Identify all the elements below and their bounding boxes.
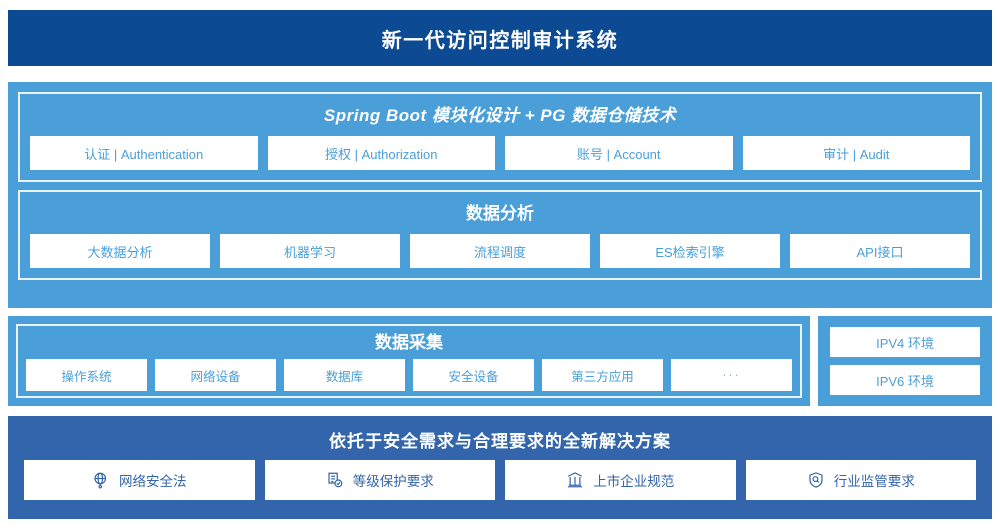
card-database[interactable]: 数据库 [284, 359, 405, 391]
card-operating-system-label: 操作系统 [61, 369, 112, 384]
document-check-icon [326, 471, 344, 489]
card-ipv4-environment-label: IPV4 环境 [876, 335, 934, 351]
spring-boot-group: Spring Boot 模块化设计 + PG 数据仓储技术 认证 | Authe… [18, 92, 982, 182]
card-authentication-label: 认证 | Authentication [84, 146, 204, 162]
data-analysis-group: 数据分析 大数据分析 机器学习 流程调度 ES检索引擎 API接口 [18, 190, 982, 280]
card-more[interactable]: ··· [671, 359, 792, 391]
data-analysis-group-title: 数据分析 [466, 204, 534, 223]
card-third-party-application[interactable]: 第三方应用 [542, 359, 663, 391]
card-industry-regulation-label: 行业监管要求 [833, 474, 915, 489]
card-security-device[interactable]: 安全设备 [413, 359, 534, 391]
card-industry-regulation[interactable]: 行业监管要求 [745, 460, 976, 500]
card-authorization-label: 授权 | Authorization [325, 146, 438, 162]
card-ipv4-environment[interactable]: IPV4 环境 [830, 327, 980, 357]
page-title: 新一代访问控制审计系统 [381, 29, 619, 52]
card-listed-enterprise-standard[interactable]: 上市企业规范 [505, 460, 736, 500]
card-machine-learning-label: 机器学习 [283, 244, 336, 260]
card-network-device-label: 网络设备 [190, 369, 241, 384]
card-big-data-analysis[interactable]: 大数据分析 [30, 234, 210, 268]
card-es-search-engine[interactable]: ES检索引擎 [600, 234, 780, 268]
data-collection-group: 数据采集 操作系统 网络设备 数据库 安全设备 第三方应用 ··· [16, 324, 802, 398]
card-account[interactable]: 账号 | Account [505, 136, 733, 170]
shield-search-icon [807, 471, 825, 489]
spring-boot-group-title: Spring Boot 模块化设计 + PG 数据仓储技术 [323, 106, 677, 125]
card-database-label: 数据库 [325, 369, 364, 384]
card-classified-protection[interactable]: 等级保护要求 [264, 460, 495, 500]
card-network-device[interactable]: 网络设备 [155, 359, 276, 391]
card-process-scheduling[interactable]: 流程调度 [410, 234, 590, 268]
solution-section: 依托于安全需求与合理要求的全新解决方案 网络安全法 [8, 416, 992, 519]
solution-card-row: 网络安全法 等级保护要求 [16, 460, 984, 500]
card-operating-system[interactable]: 操作系统 [26, 359, 147, 391]
spring-boot-card-row: 认证 | Authentication 授权 | Authorization 账… [30, 136, 970, 170]
card-classified-protection-label: 等级保护要求 [352, 474, 434, 489]
card-more-label: ··· [722, 368, 741, 382]
card-third-party-application-label: 第三方应用 [571, 369, 634, 384]
card-machine-learning[interactable]: 机器学习 [220, 234, 400, 268]
page-header: 新一代访问控制审计系统 [8, 10, 992, 66]
card-authorization[interactable]: 授权 | Authorization [267, 136, 495, 170]
card-api-interface[interactable]: API接口 [790, 234, 970, 268]
card-account-label: 账号 | Account [576, 146, 661, 162]
card-es-search-engine-label: ES检索引擎 [655, 244, 725, 260]
card-cybersecurity-law-label: 网络安全法 [119, 474, 187, 489]
data-collection-panel: 数据采集 操作系统 网络设备 数据库 安全设备 第三方应用 ··· [8, 316, 810, 406]
data-collection-title: 数据采集 [375, 333, 443, 352]
bank-building-icon [566, 471, 584, 489]
environment-panel: IPV4 环境 IPV6 环境 [818, 316, 992, 406]
card-ipv6-environment-label: IPV6 环境 [876, 373, 934, 389]
data-analysis-card-row: 大数据分析 机器学习 流程调度 ES检索引擎 API接口 [30, 234, 970, 268]
globe-network-icon [92, 471, 110, 489]
solution-title: 依托于安全需求与合理要求的全新解决方案 [329, 432, 671, 451]
card-ipv6-environment[interactable]: IPV6 环境 [830, 365, 980, 395]
card-listed-enterprise-standard-label: 上市企业规范 [593, 474, 675, 489]
card-audit-label: 审计 | Audit [823, 146, 890, 162]
card-authentication[interactable]: 认证 | Authentication [30, 136, 258, 170]
card-security-device-label: 安全设备 [448, 369, 499, 384]
application-layer-panel: Spring Boot 模块化设计 + PG 数据仓储技术 认证 | Authe… [8, 82, 992, 308]
data-collection-card-row: 操作系统 网络设备 数据库 安全设备 第三方应用 ··· [26, 359, 792, 391]
card-process-scheduling-label: 流程调度 [473, 244, 526, 260]
card-cybersecurity-law[interactable]: 网络安全法 [24, 460, 255, 500]
card-api-interface-label: API接口 [856, 244, 904, 260]
card-audit[interactable]: 审计 | Audit [742, 136, 970, 170]
card-big-data-analysis-label: 大数据分析 [87, 244, 153, 260]
